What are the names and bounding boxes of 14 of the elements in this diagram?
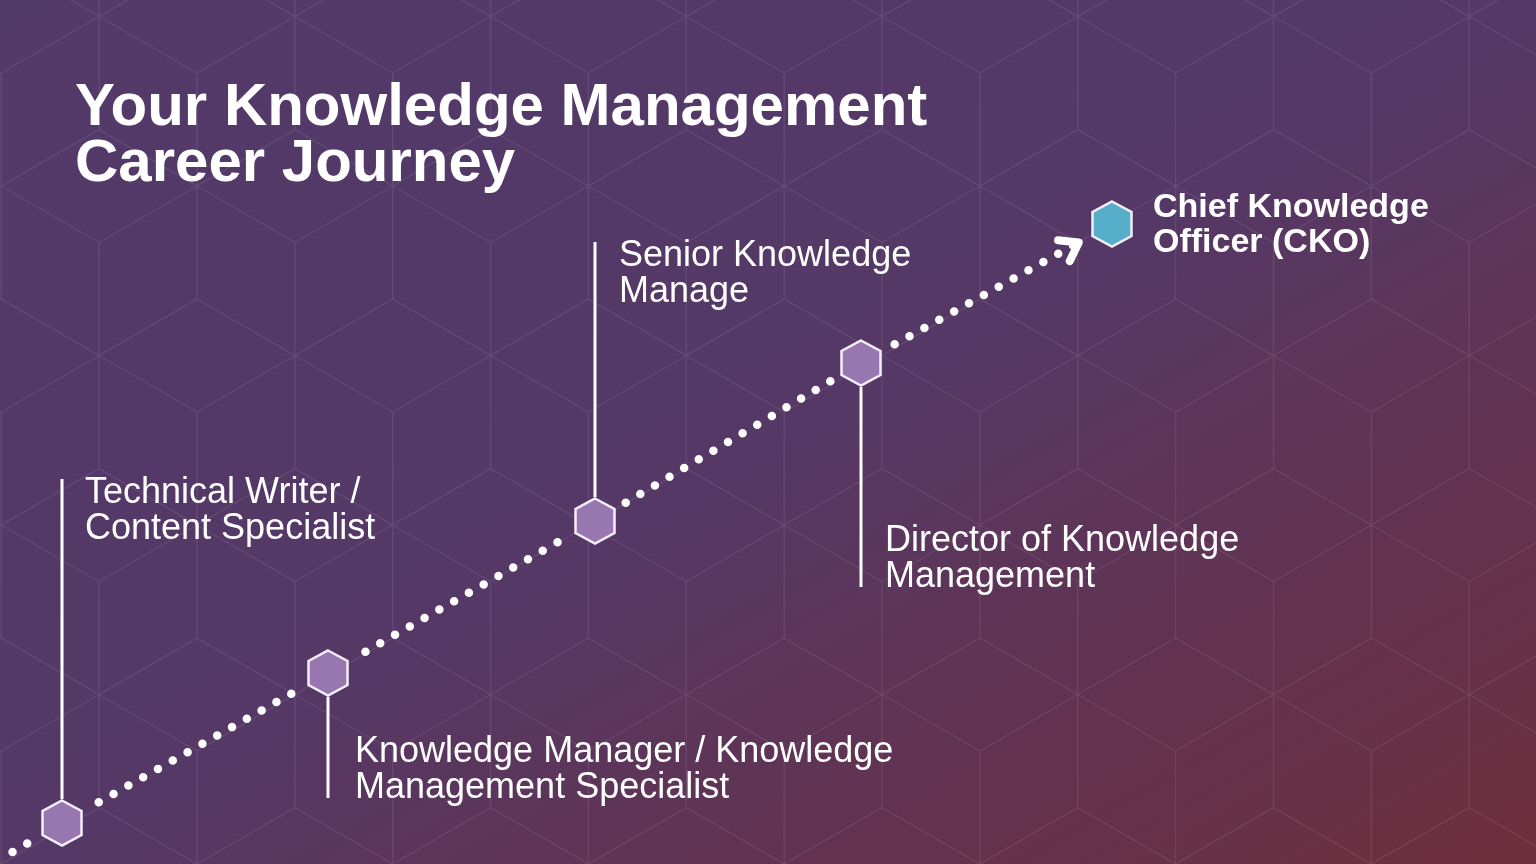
hexagon-marker [840, 339, 882, 387]
role-label: Knowledge Manager / Knowledge Management Specialist [355, 732, 895, 804]
role-label: Technical Writer / Content Specialist [85, 473, 377, 545]
role-label: Director of Knowledge Management [885, 521, 1241, 593]
hexagon-marker [574, 497, 616, 545]
leader-line [60, 479, 64, 799]
leader-line [593, 242, 597, 497]
role-label: Chief Knowledge Officer (CKO) [1153, 188, 1430, 258]
leader-line [859, 387, 863, 587]
hexagon-marker [1091, 200, 1133, 248]
hexagon-marker [41, 799, 83, 847]
leader-line [326, 697, 330, 798]
role-label: Senior Knowledge Manage [619, 236, 913, 308]
hexagon-marker [307, 649, 349, 697]
